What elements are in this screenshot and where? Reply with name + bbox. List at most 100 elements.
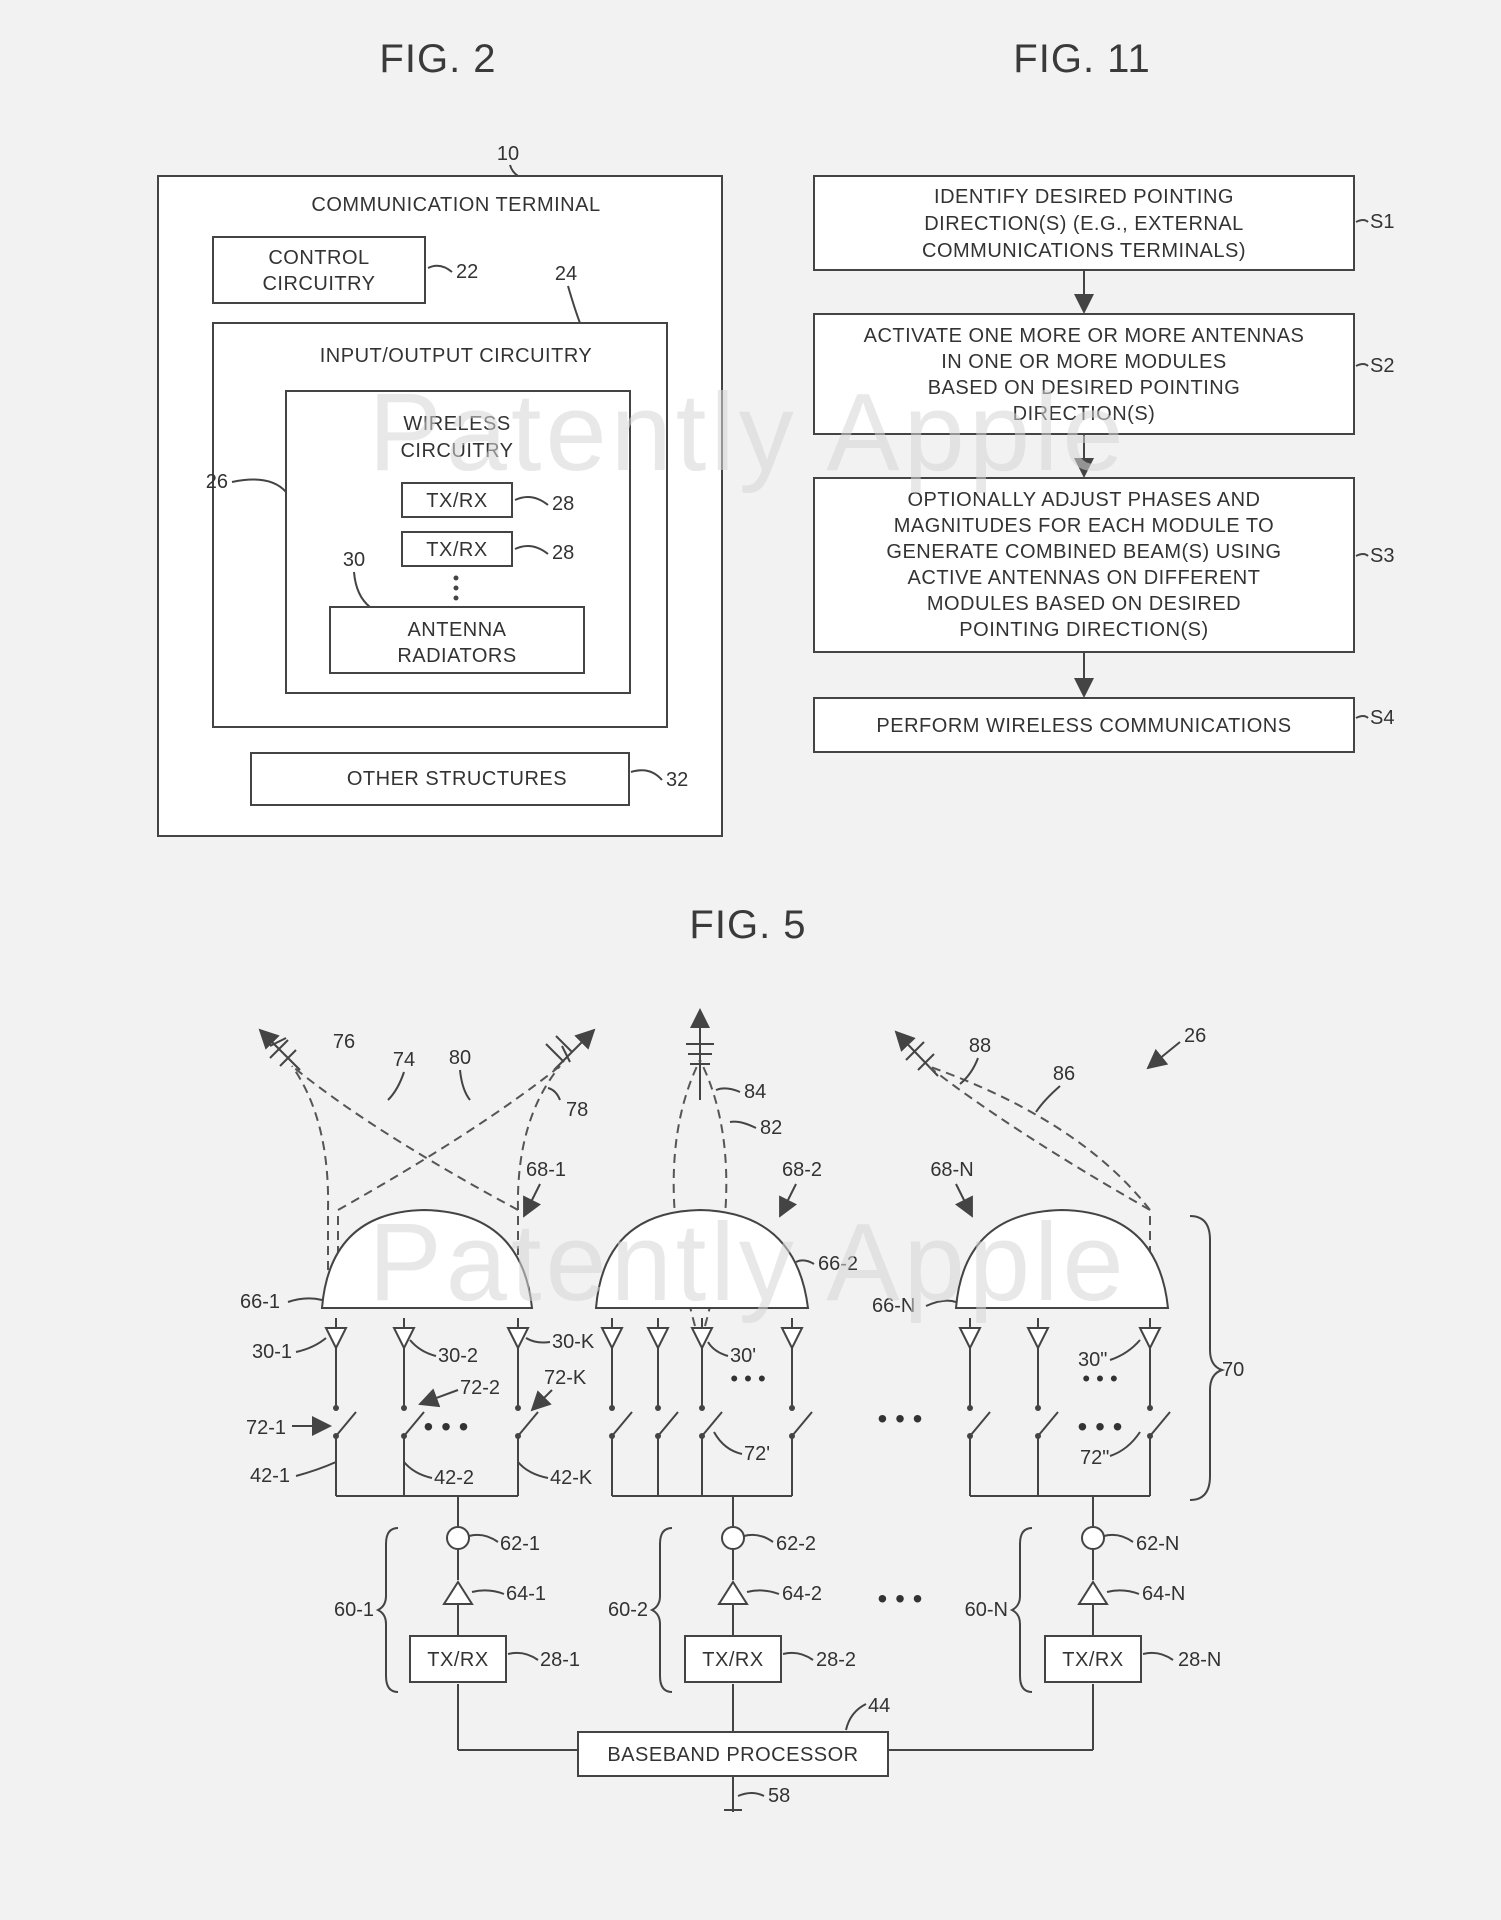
- wireless-label-line2: CIRCUITRY: [400, 440, 513, 462]
- ref-io: 24: [555, 263, 577, 285]
- svg-text:• • •: • • •: [1082, 1366, 1117, 1391]
- step-s2-line: IN ONE OR MORE MODULES: [941, 351, 1226, 373]
- antenna-element: [780, 1327, 804, 1351]
- txrx-ref-1: 28-1: [540, 1649, 580, 1671]
- amp-ref-1: 64-1: [506, 1583, 546, 1605]
- ref-wireless: 26: [206, 471, 228, 493]
- step-s3-id: S3: [1370, 545, 1394, 567]
- ref-beam-74: 74: [393, 1049, 415, 1071]
- lens-ref-2: 68-2: [782, 1159, 822, 1181]
- ref-antenna: 30: [343, 549, 365, 571]
- ref-beam-86: 86: [1053, 1063, 1075, 1085]
- step-s2-id: S2: [1370, 355, 1394, 377]
- ellipsis-dot: [453, 595, 459, 601]
- amplifier: [1077, 1580, 1109, 1605]
- beam-arrow: [553, 1028, 596, 1071]
- antenna-switch: [611, 1411, 633, 1437]
- step-s4-box: [813, 697, 1355, 753]
- phase-ref-1: 62-1: [500, 1533, 540, 1555]
- fig2-title: FIG. 2: [379, 37, 496, 81]
- step-s4-line: PERFORM WIRELESS COMMUNICATIONS: [876, 715, 1291, 737]
- antenna-element: [958, 1327, 982, 1351]
- step-s1-line: DIRECTION(S) (E.G., EXTERNAL: [924, 213, 1244, 235]
- watermark: Patently Apple: [368, 1201, 1127, 1324]
- lens-ref-n: 68-N: [930, 1159, 973, 1181]
- txrx-module-label: TX/RX: [1062, 1649, 1123, 1671]
- lens-dome-1: [320, 1208, 534, 1309]
- txrx-box-1: [401, 482, 513, 518]
- ref-system: 26: [1184, 1025, 1206, 1047]
- txrx-module-box: [1044, 1635, 1142, 1683]
- switch-ref-1: 72-1: [246, 1417, 286, 1439]
- fig2-diagram: FIG. 2 10 COMMUNICATION TERMINAL CONTROL…: [157, 37, 723, 837]
- module-ref-2: 60-2: [608, 1599, 648, 1621]
- terminal-label: COMMUNICATION TERMINAL: [311, 194, 600, 216]
- amp-ref-2: 64-2: [782, 1583, 822, 1605]
- txrx-label-2: TX/RX: [426, 539, 487, 561]
- svg-text:• • •: • • •: [424, 1411, 469, 1442]
- txrx-module-box: [409, 1635, 507, 1683]
- watermark: Patently Apple: [368, 371, 1127, 494]
- step-s3-line: ACTIVE ANTENNAS ON DIFFERENT: [908, 567, 1261, 589]
- fig11-title: FIG. 11: [1013, 37, 1150, 81]
- antenna-switch: [791, 1411, 813, 1437]
- antenna-element: [506, 1327, 530, 1351]
- antenna-ref-dprime: 30": [1078, 1349, 1107, 1371]
- antenna-element: [1026, 1327, 1050, 1351]
- step-s2-line: ACTIVATE ONE MORE OR MORE ANTENNAS: [864, 325, 1305, 347]
- antenna-element: [1138, 1327, 1162, 1351]
- amplifier: [717, 1580, 749, 1605]
- control-label-line1: CONTROL: [268, 247, 369, 269]
- phase-ref-n: 62-N: [1136, 1533, 1179, 1555]
- antenna-label-line1: ANTENNA: [407, 619, 506, 641]
- antenna-switch: [701, 1411, 723, 1437]
- fig11-flowchart: FIG. 11 IDENTIFY DESIRED POINTING DIRECT…: [813, 37, 1394, 753]
- control-label-line2: CIRCUITRY: [262, 273, 375, 295]
- antenna-switch: [335, 1411, 357, 1437]
- antenna-element: [600, 1327, 624, 1351]
- step-s3-line: GENERATE COMBINED BEAM(S) USING: [886, 541, 1281, 563]
- switch-ref-k: 72-K: [544, 1367, 587, 1389]
- dielectric-ref-2: 66-2: [818, 1253, 858, 1275]
- fig5-diagram: FIG. 5 26 76 74 80 78 84 82: [240, 371, 1244, 1812]
- phase-shifter: [446, 1526, 470, 1550]
- switch-ref-dprime: 72": [1080, 1447, 1109, 1469]
- ref-beam-84: 84: [744, 1081, 766, 1103]
- txrx-box-2: [401, 531, 513, 567]
- module-ref-n: 60-N: [965, 1599, 1008, 1621]
- txrx-ref-n: 28-N: [1178, 1649, 1221, 1671]
- antenna-element: [646, 1327, 670, 1351]
- antenna-label-line2: RADIATORS: [397, 645, 516, 667]
- ref-beam-80: 80: [449, 1047, 471, 1069]
- lens-ref-1: 68-1: [526, 1159, 566, 1181]
- phase-shifter: [1081, 1526, 1105, 1550]
- step-s3-line: MAGNITUDES FOR EACH MODULE TO: [894, 515, 1274, 537]
- baseband-processor-box: [577, 1731, 889, 1777]
- module-brace-n: [1009, 1527, 1033, 1693]
- phase-shifter: [721, 1526, 745, 1550]
- antenna-switch-array: [324, 1318, 1171, 1526]
- path-ref-k: 42-K: [550, 1467, 593, 1489]
- txrx-ref-2: 28-2: [816, 1649, 856, 1671]
- step-s2-line: DIRECTION(S): [1013, 403, 1156, 425]
- path-ref-2: 42-2: [434, 1467, 474, 1489]
- module-brace-2: [649, 1527, 673, 1693]
- switch-ref-prime: 72': [744, 1443, 770, 1465]
- other-structures-box: [250, 752, 630, 806]
- switch-ref-2: 72-2: [460, 1377, 500, 1399]
- step-s3-box: [813, 477, 1355, 653]
- svg-text:• • •: • • •: [1078, 1411, 1123, 1442]
- txrx-module-label: TX/RX: [427, 1649, 488, 1671]
- baseband-label: BASEBAND PROCESSOR: [607, 1744, 858, 1766]
- step-s1-line: IDENTIFY DESIRED POINTING: [934, 186, 1234, 208]
- ref-bus: 58: [768, 1785, 790, 1807]
- antenna-ref-1: 30-1: [252, 1341, 292, 1363]
- step-s1-box: [813, 175, 1355, 271]
- ref-txrx-1: 28: [552, 493, 574, 515]
- amp-ref-n: 64-N: [1142, 1583, 1185, 1605]
- antenna-ref-k: 30-K: [552, 1331, 595, 1353]
- ellipsis-dot: [453, 575, 459, 581]
- antenna-switch: [1149, 1411, 1171, 1437]
